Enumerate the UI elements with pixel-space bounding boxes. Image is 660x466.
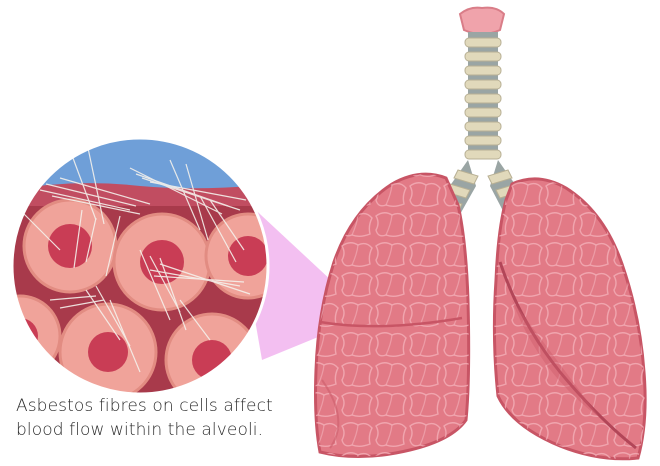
trachea-top (460, 8, 504, 34)
caption-line-1: Asbestos fibres on cells affect (16, 394, 316, 418)
cell (166, 314, 258, 406)
alveoli-magnifier (0, 120, 300, 406)
left-lung (316, 174, 469, 456)
cell (60, 304, 156, 400)
caption-line-2: blood flow within the alveoli. (16, 418, 316, 442)
caption: Asbestos fibres on cells affect blood fl… (16, 394, 316, 442)
right-lung (494, 179, 645, 459)
